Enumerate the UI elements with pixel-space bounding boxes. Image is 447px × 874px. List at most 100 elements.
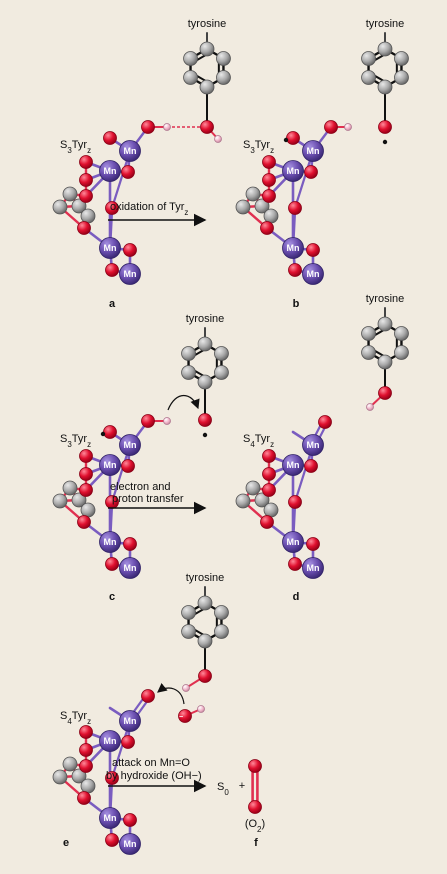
ring-carbon-atom bbox=[199, 79, 215, 95]
manganese-atom bbox=[99, 237, 121, 259]
ring-carbon-atom bbox=[394, 326, 409, 341]
carboxylate-carbon-atom bbox=[235, 493, 251, 509]
manganese-atom bbox=[282, 237, 304, 259]
bridging-oxygen-atom bbox=[288, 557, 302, 571]
s3tyrz-label-b: S3Tyrz bbox=[243, 139, 274, 155]
tyrosine-label: tyrosine bbox=[186, 572, 225, 584]
ring-carbon-atom bbox=[377, 79, 393, 95]
carboxylate-carbon-atom bbox=[52, 493, 68, 509]
ring-carbon-atom bbox=[394, 70, 409, 85]
bridging-oxygen-atom bbox=[105, 771, 119, 785]
mn-atom-label: Mn bbox=[287, 166, 300, 176]
manganese-atom bbox=[282, 531, 304, 553]
bridging-oxygen-atom bbox=[79, 725, 93, 739]
ring-carbon-atom bbox=[377, 41, 393, 57]
tyrosine-label: tyrosine bbox=[366, 18, 405, 30]
mn-atom-label: Mn bbox=[104, 537, 117, 547]
bridging-oxygen-atom bbox=[79, 173, 93, 187]
terminal-oxygen-atom bbox=[103, 425, 117, 439]
tyrosine-oxygen-atom bbox=[198, 413, 212, 427]
bridging-oxygen-atom bbox=[123, 537, 137, 551]
bridging-oxygen-atom bbox=[262, 467, 276, 481]
ring-carbon-atom bbox=[181, 365, 196, 380]
s3tyrz-label-a: S3Tyrz bbox=[60, 139, 91, 155]
carboxylate-carbon-atom bbox=[52, 199, 68, 215]
panel-label-b: b bbox=[293, 298, 300, 310]
o2-label: (O2) bbox=[245, 818, 265, 834]
panel-label-a: a bbox=[109, 298, 116, 310]
tyrosine-radical-dot-b bbox=[382, 139, 388, 145]
bridging-oxygen-atom bbox=[105, 201, 119, 215]
ring-carbon-atom bbox=[361, 345, 376, 360]
o2-oxygen-atom bbox=[248, 759, 262, 773]
radical-dot-b bbox=[283, 137, 289, 143]
bridging-oxygen-atom bbox=[105, 833, 119, 847]
mn-atom-label: Mn bbox=[104, 736, 117, 746]
bridging-oxygen-atom bbox=[77, 791, 91, 805]
bridging-oxygen-atom bbox=[105, 263, 119, 277]
water-oxygen-atom bbox=[141, 414, 155, 428]
manganese-atom bbox=[99, 531, 121, 553]
carboxylate-carbon-atom bbox=[52, 769, 68, 785]
bridging-oxygen-atom bbox=[77, 221, 91, 235]
ring-carbon-atom bbox=[216, 70, 231, 85]
manganese-atom bbox=[99, 160, 121, 182]
panel-label-f: f bbox=[254, 837, 258, 849]
mn-atom-label: Mn bbox=[124, 440, 137, 450]
bridging-oxygen-atom bbox=[123, 243, 137, 257]
s3tyrz-label-c: S3Tyrz bbox=[60, 433, 91, 449]
mn-atom-label: Mn bbox=[104, 813, 117, 823]
carboxylate-carbon-atom bbox=[254, 492, 270, 508]
ring-carbon-atom bbox=[197, 595, 213, 611]
mn-atom-label: Mn bbox=[287, 460, 300, 470]
bridging-oxygen-atom bbox=[79, 467, 93, 481]
carboxylate-carbon-atom bbox=[62, 186, 78, 202]
mn-atom-label: Mn bbox=[124, 563, 137, 573]
manganese-atom bbox=[282, 454, 304, 476]
bridging-oxygen-atom bbox=[79, 743, 93, 757]
hydrogen-atom bbox=[163, 417, 171, 425]
manganese-atom bbox=[302, 434, 324, 456]
bridging-oxygen-atom bbox=[306, 243, 320, 257]
bridging-oxygen-atom bbox=[79, 155, 93, 169]
bridging-oxygen-atom bbox=[262, 189, 276, 203]
mn-atom-label: Mn bbox=[287, 243, 300, 253]
terminal-oxygen-atom bbox=[103, 131, 117, 145]
hydrogen-atom bbox=[197, 705, 205, 713]
carboxylate-carbon-atom bbox=[245, 480, 261, 496]
manganese-atom bbox=[302, 557, 324, 579]
step2-label-line2: proton transfer bbox=[112, 493, 184, 505]
tyrosine-oxygen-atom bbox=[378, 120, 392, 134]
hydrogen-atom bbox=[366, 403, 374, 411]
ring-carbon-atom bbox=[197, 374, 213, 390]
manganese-atom bbox=[99, 807, 121, 829]
manganese-atom bbox=[99, 730, 121, 752]
carboxylate-carbon-atom bbox=[263, 208, 279, 224]
panel-label-d: d bbox=[293, 591, 300, 603]
bridging-oxygen-atom bbox=[304, 165, 318, 179]
bridging-oxygen-atom bbox=[288, 263, 302, 277]
carboxylate-carbon-atom bbox=[62, 756, 78, 772]
mn-atom-label: Mn bbox=[104, 460, 117, 470]
carboxylate-carbon-atom bbox=[62, 480, 78, 496]
mn-atom-label: Mn bbox=[124, 269, 137, 279]
hydrogen-atom bbox=[214, 135, 222, 143]
ring-carbon-atom bbox=[197, 633, 213, 649]
ring-carbon-atom bbox=[183, 70, 198, 85]
water-oxygen-atom bbox=[141, 120, 155, 134]
s4tyrz-label-d: S4Tyrz bbox=[243, 433, 274, 449]
carboxylate-carbon-atom bbox=[254, 198, 270, 214]
manganese-atom bbox=[302, 140, 324, 162]
panel-label-e: e bbox=[63, 837, 69, 849]
step3-label-line1: attack on Mn=O bbox=[112, 757, 190, 769]
mn-atom-label: Mn bbox=[307, 563, 320, 573]
ring-carbon-atom bbox=[377, 316, 393, 332]
bridging-oxygen-atom bbox=[288, 495, 302, 509]
bridging-oxygen-atom bbox=[262, 449, 276, 463]
bridging-oxygen-atom bbox=[262, 155, 276, 169]
ring-carbon-atom bbox=[377, 354, 393, 370]
tyrosine-label: tyrosine bbox=[186, 313, 225, 325]
carboxylate-carbon-atom bbox=[245, 186, 261, 202]
bridging-oxygen-atom bbox=[121, 735, 135, 749]
